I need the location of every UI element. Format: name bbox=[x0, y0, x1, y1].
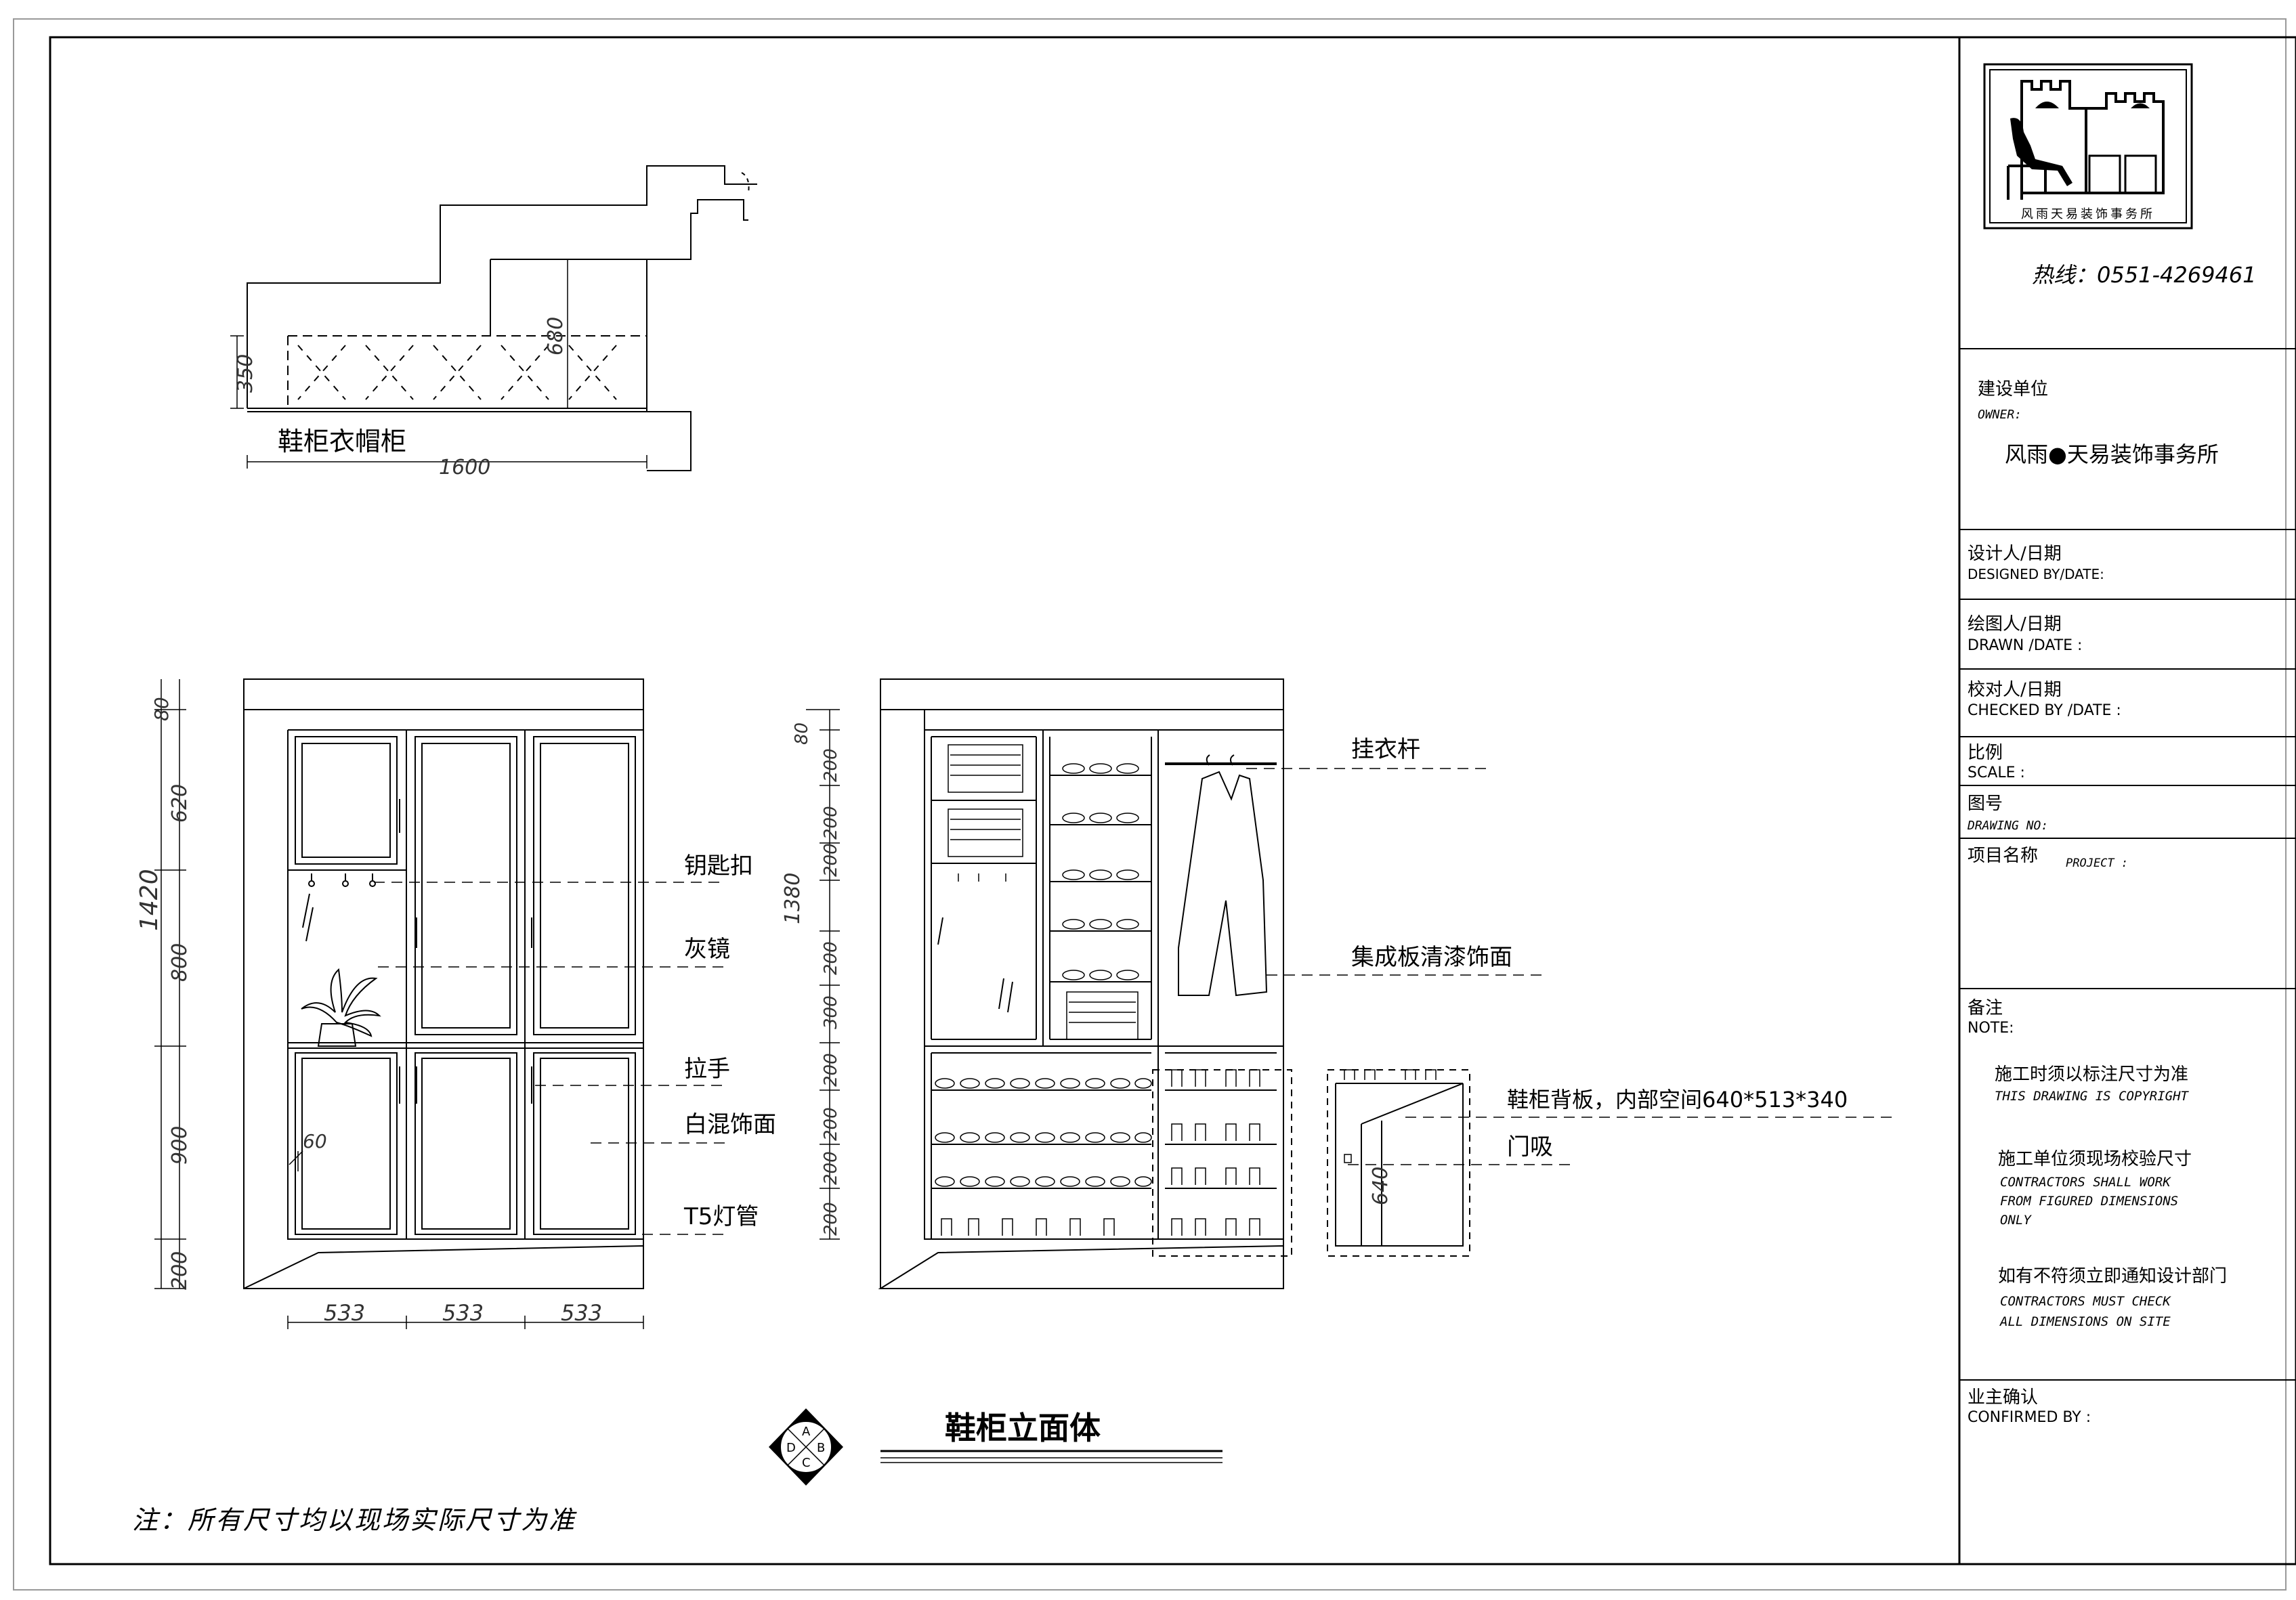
drawing-no-label-en: DRAWING NO: bbox=[1967, 819, 2048, 833]
interior-dim-1380: 1380 bbox=[781, 873, 805, 924]
note2-en-2: FROM FIGURED DIMENSIONS bbox=[2000, 1194, 2178, 1209]
designed-label-en: DESIGNED BY/DATE: bbox=[1968, 566, 2104, 582]
symbol-letter-b: B bbox=[817, 1441, 825, 1455]
front-dim-inner: 60 bbox=[303, 1130, 327, 1152]
interior-dim-200-d: 200 bbox=[821, 941, 841, 975]
company-logo: 风雨天易装饰事务所 bbox=[1983, 63, 2193, 230]
interior-elevation bbox=[878, 678, 1292, 1289]
note1-cn: 施工时须以标注尺寸为准 bbox=[1995, 1064, 2188, 1085]
title-underline bbox=[880, 1450, 1223, 1463]
front-dim-800: 800 bbox=[168, 943, 192, 982]
interior-dimensions bbox=[806, 709, 840, 1240]
plan-dim-width: 1600 bbox=[439, 456, 490, 479]
confirmed-label-en: CONFIRMED BY : bbox=[1968, 1409, 2091, 1426]
front-elevation bbox=[243, 678, 644, 1289]
symbol-letter-c: C bbox=[802, 1456, 811, 1470]
label-key-hook: 钥匙扣 bbox=[684, 852, 753, 880]
drawn-label-en: DRAWN /DATE : bbox=[1968, 637, 2082, 654]
outer-border bbox=[13, 18, 2287, 1591]
interior-dim-200-c: 200 bbox=[821, 843, 841, 877]
symbol-letter-d: D bbox=[786, 1441, 796, 1455]
shoe-rows bbox=[935, 763, 1260, 1236]
front-dim-620: 620 bbox=[168, 784, 192, 823]
label-t5-lamp: T5灯管 bbox=[683, 1203, 759, 1230]
project-label-en: PROJECT : bbox=[2066, 857, 2128, 870]
front-dim-width-2: 533 bbox=[442, 1300, 484, 1326]
front-dim-width-1: 533 bbox=[324, 1300, 365, 1326]
interior-dim-300: 300 bbox=[821, 995, 841, 1029]
note-label-cn: 备注 bbox=[1968, 998, 2003, 1018]
confirmed-label-cn: 业主确认 bbox=[1968, 1387, 2038, 1408]
hotline-text: 热线：0551-4269461 bbox=[2032, 262, 2257, 288]
symbol-letter-a: A bbox=[802, 1425, 811, 1439]
interior-dim-200-a: 200 bbox=[821, 748, 841, 782]
checked-label-cn: 校对人/日期 bbox=[1968, 680, 2062, 700]
front-dim-900: 900 bbox=[168, 1126, 192, 1165]
plan-title: 鞋柜衣帽柜 bbox=[278, 427, 406, 456]
interior-dim-200-e: 200 bbox=[821, 1053, 841, 1087]
designed-label-cn: 设计人/日期 bbox=[1968, 544, 2062, 564]
interior-dim-200-b: 200 bbox=[821, 806, 841, 840]
drawn-label-cn: 绘图人/日期 bbox=[1968, 614, 2062, 634]
label-board-finish: 集成板清漆饰面 bbox=[1351, 944, 1512, 971]
interior-leaders bbox=[1246, 768, 1896, 1165]
small-cabinet-section bbox=[1327, 1069, 1470, 1257]
plan-dim-height: 680 bbox=[544, 317, 568, 355]
front-dimensions bbox=[154, 679, 644, 1329]
label-back-panel: 鞋柜背板，内部空间640*513*340 bbox=[1507, 1087, 1848, 1112]
label-door-stop: 门吸 bbox=[1507, 1133, 1553, 1161]
interior-dim-200-f: 200 bbox=[821, 1107, 841, 1141]
project-label-cn: 项目名称 bbox=[1968, 846, 2038, 866]
plan-dim-depth: 350 bbox=[234, 354, 257, 393]
title-block bbox=[1958, 37, 2296, 1564]
front-dim-1420: 1420 bbox=[135, 869, 163, 931]
note2-cn: 施工单位须现场校验尺寸 bbox=[1998, 1149, 2192, 1169]
view-symbol: A B C D bbox=[769, 1408, 843, 1486]
drawing-title: 鞋柜立面体 bbox=[945, 1410, 1101, 1446]
label-handle: 拉手 bbox=[684, 1056, 730, 1083]
interior-dim-200-h: 200 bbox=[821, 1202, 841, 1236]
label-hanging-rod: 挂衣杆 bbox=[1351, 736, 1420, 763]
interior-dim-80: 80 bbox=[792, 722, 812, 745]
plan-view bbox=[230, 165, 757, 471]
note2-en-3: ONLY bbox=[2000, 1213, 2032, 1228]
scale-label-cn: 比例 bbox=[1968, 743, 2003, 763]
label-white-finish: 白混饰面 bbox=[684, 1111, 776, 1138]
small-cabinet-dim: 640 bbox=[1369, 1167, 1393, 1205]
owner-value: 风雨●天易装饰事务所 bbox=[2005, 441, 2219, 467]
drawing-border bbox=[49, 36, 2296, 1565]
footnote: 注：所有尺寸均以现场实际尺寸为准 bbox=[132, 1505, 577, 1535]
note3-cn: 如有不符须立即通知设计部门 bbox=[1998, 1266, 2227, 1287]
note1-en: THIS DRAWING IS COPYRIGHT bbox=[1995, 1089, 2190, 1104]
note3-en-1: CONTRACTORS MUST CHECK bbox=[2000, 1294, 2171, 1309]
logo-caption: 风雨天易装饰事务所 bbox=[2021, 207, 2155, 221]
owner-label-cn: 建设单位 bbox=[1978, 379, 2048, 399]
front-leaders bbox=[374, 882, 725, 1235]
label-grey-mirror: 灰镜 bbox=[684, 936, 730, 963]
owner-label-en: OWNER: bbox=[1978, 408, 2022, 422]
drawing-no-label-cn: 图号 bbox=[1968, 794, 2003, 814]
note-label-en: NOTE: bbox=[1968, 1020, 2014, 1037]
front-dim-80: 80 bbox=[150, 697, 173, 721]
note2-en-1: CONTRACTORS SHALL WORK bbox=[2000, 1175, 2171, 1190]
note3-en-2: ALL DIMENSIONS ON SITE bbox=[1999, 1314, 2171, 1329]
scale-label-en: SCALE : bbox=[1968, 764, 2025, 781]
front-dim-width-3: 533 bbox=[561, 1300, 602, 1326]
front-dim-200: 200 bbox=[168, 1251, 192, 1290]
checked-label-en: CHECKED BY /DATE : bbox=[1968, 702, 2121, 719]
interior-dim-200-g: 200 bbox=[821, 1151, 841, 1185]
